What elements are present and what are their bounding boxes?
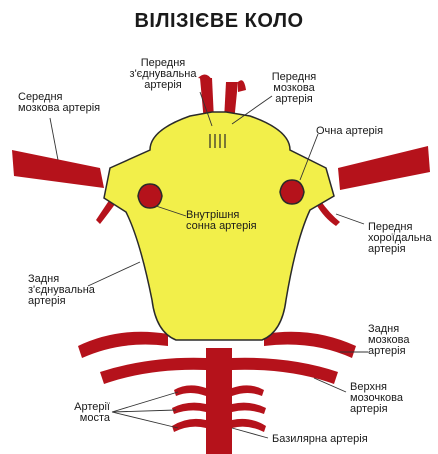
label-superior-cerebellar-artery: Верхня мозочкова артерія	[350, 382, 438, 415]
label-posterior-communicating-artery: Задня з'єднувальна артерія	[28, 274, 138, 307]
posterior-cerebral-artery-right	[264, 332, 356, 358]
middle-cerebral-artery-left	[12, 150, 104, 188]
basilar-artery	[206, 348, 232, 454]
label-basilar-artery: Базилярна артерія	[272, 434, 432, 445]
label-internal-carotid-artery: Внутрішня сонна артерія	[186, 210, 296, 232]
pontine-artery	[232, 419, 266, 432]
middle-cerebral-artery-right	[338, 146, 430, 190]
superior-cerebellar-artery-left	[100, 358, 206, 384]
pontine-artery	[232, 385, 264, 396]
pontine-artery	[232, 403, 266, 414]
label-anterior-communicating-artery: Передня з'єднувальна артерія	[108, 58, 218, 91]
label-posterior-cerebral-artery: Задня мозкова артерія	[368, 324, 438, 357]
label-pontine-arteries: Артерії моста	[20, 402, 110, 424]
pontine-artery	[174, 385, 206, 396]
posterior-cerebral-artery-left	[78, 332, 168, 358]
superior-cerebellar-artery-right	[232, 358, 338, 384]
label-anterior-cerebral-artery: Передня мозкова артерія	[244, 72, 344, 105]
pontine-artery	[172, 419, 206, 432]
label-ophthalmic-artery: Очна артерія	[316, 126, 426, 137]
pontine-artery	[172, 403, 206, 414]
label-anterior-choroidal-artery: Передня хороїдальна артерія	[368, 222, 438, 255]
label-middle-cerebral-artery: Середня мозкова артерія	[18, 92, 148, 114]
